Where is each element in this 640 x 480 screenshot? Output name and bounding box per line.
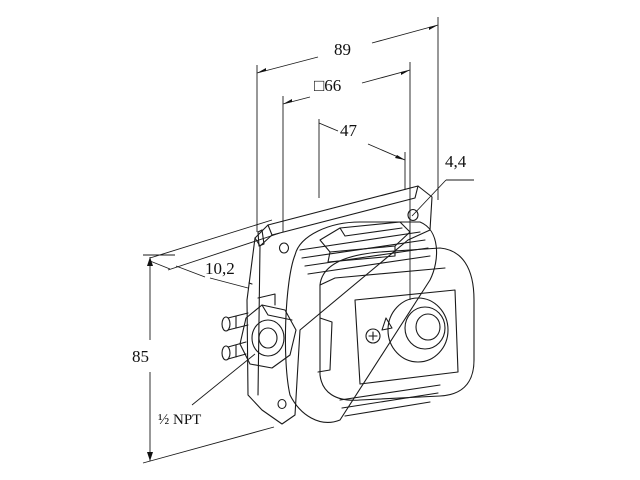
front-housing xyxy=(319,247,475,401)
dimension-lines xyxy=(142,17,474,464)
hose-nipple-upper xyxy=(221,312,249,332)
hose-nipple-lower xyxy=(221,341,247,361)
port-label: ½ NPT xyxy=(158,412,201,428)
dim-66-lines xyxy=(282,62,411,300)
dim-label-85: 85 xyxy=(132,347,149,366)
dim-label-89: 89 xyxy=(334,40,351,59)
dim-label-10-2: 10,2 xyxy=(205,259,235,278)
dim-hole-leader xyxy=(411,179,474,217)
diaphragm-housing xyxy=(284,221,438,423)
dim-label-4-4: 4,4 xyxy=(445,152,467,171)
port-leader xyxy=(191,353,256,406)
front-panel xyxy=(354,289,459,385)
dim-85-lines xyxy=(142,254,275,464)
switch-housing xyxy=(221,185,475,425)
dim-89-lines xyxy=(256,17,439,232)
dim-10-2-lines xyxy=(149,219,281,289)
pressure-port xyxy=(239,293,297,369)
mounting-hole-top-right xyxy=(407,208,419,222)
mounting-holes xyxy=(277,208,419,410)
adjustment-dial xyxy=(387,297,449,363)
top-cap xyxy=(319,221,411,253)
dim-47-lines xyxy=(318,119,406,198)
indicator-screw xyxy=(365,317,393,344)
dim-label-66: □66 xyxy=(314,76,341,95)
mounting-hole-bottom xyxy=(277,398,287,410)
mounting-hole-left xyxy=(278,242,290,254)
dim-label-47: 47 xyxy=(340,121,358,140)
